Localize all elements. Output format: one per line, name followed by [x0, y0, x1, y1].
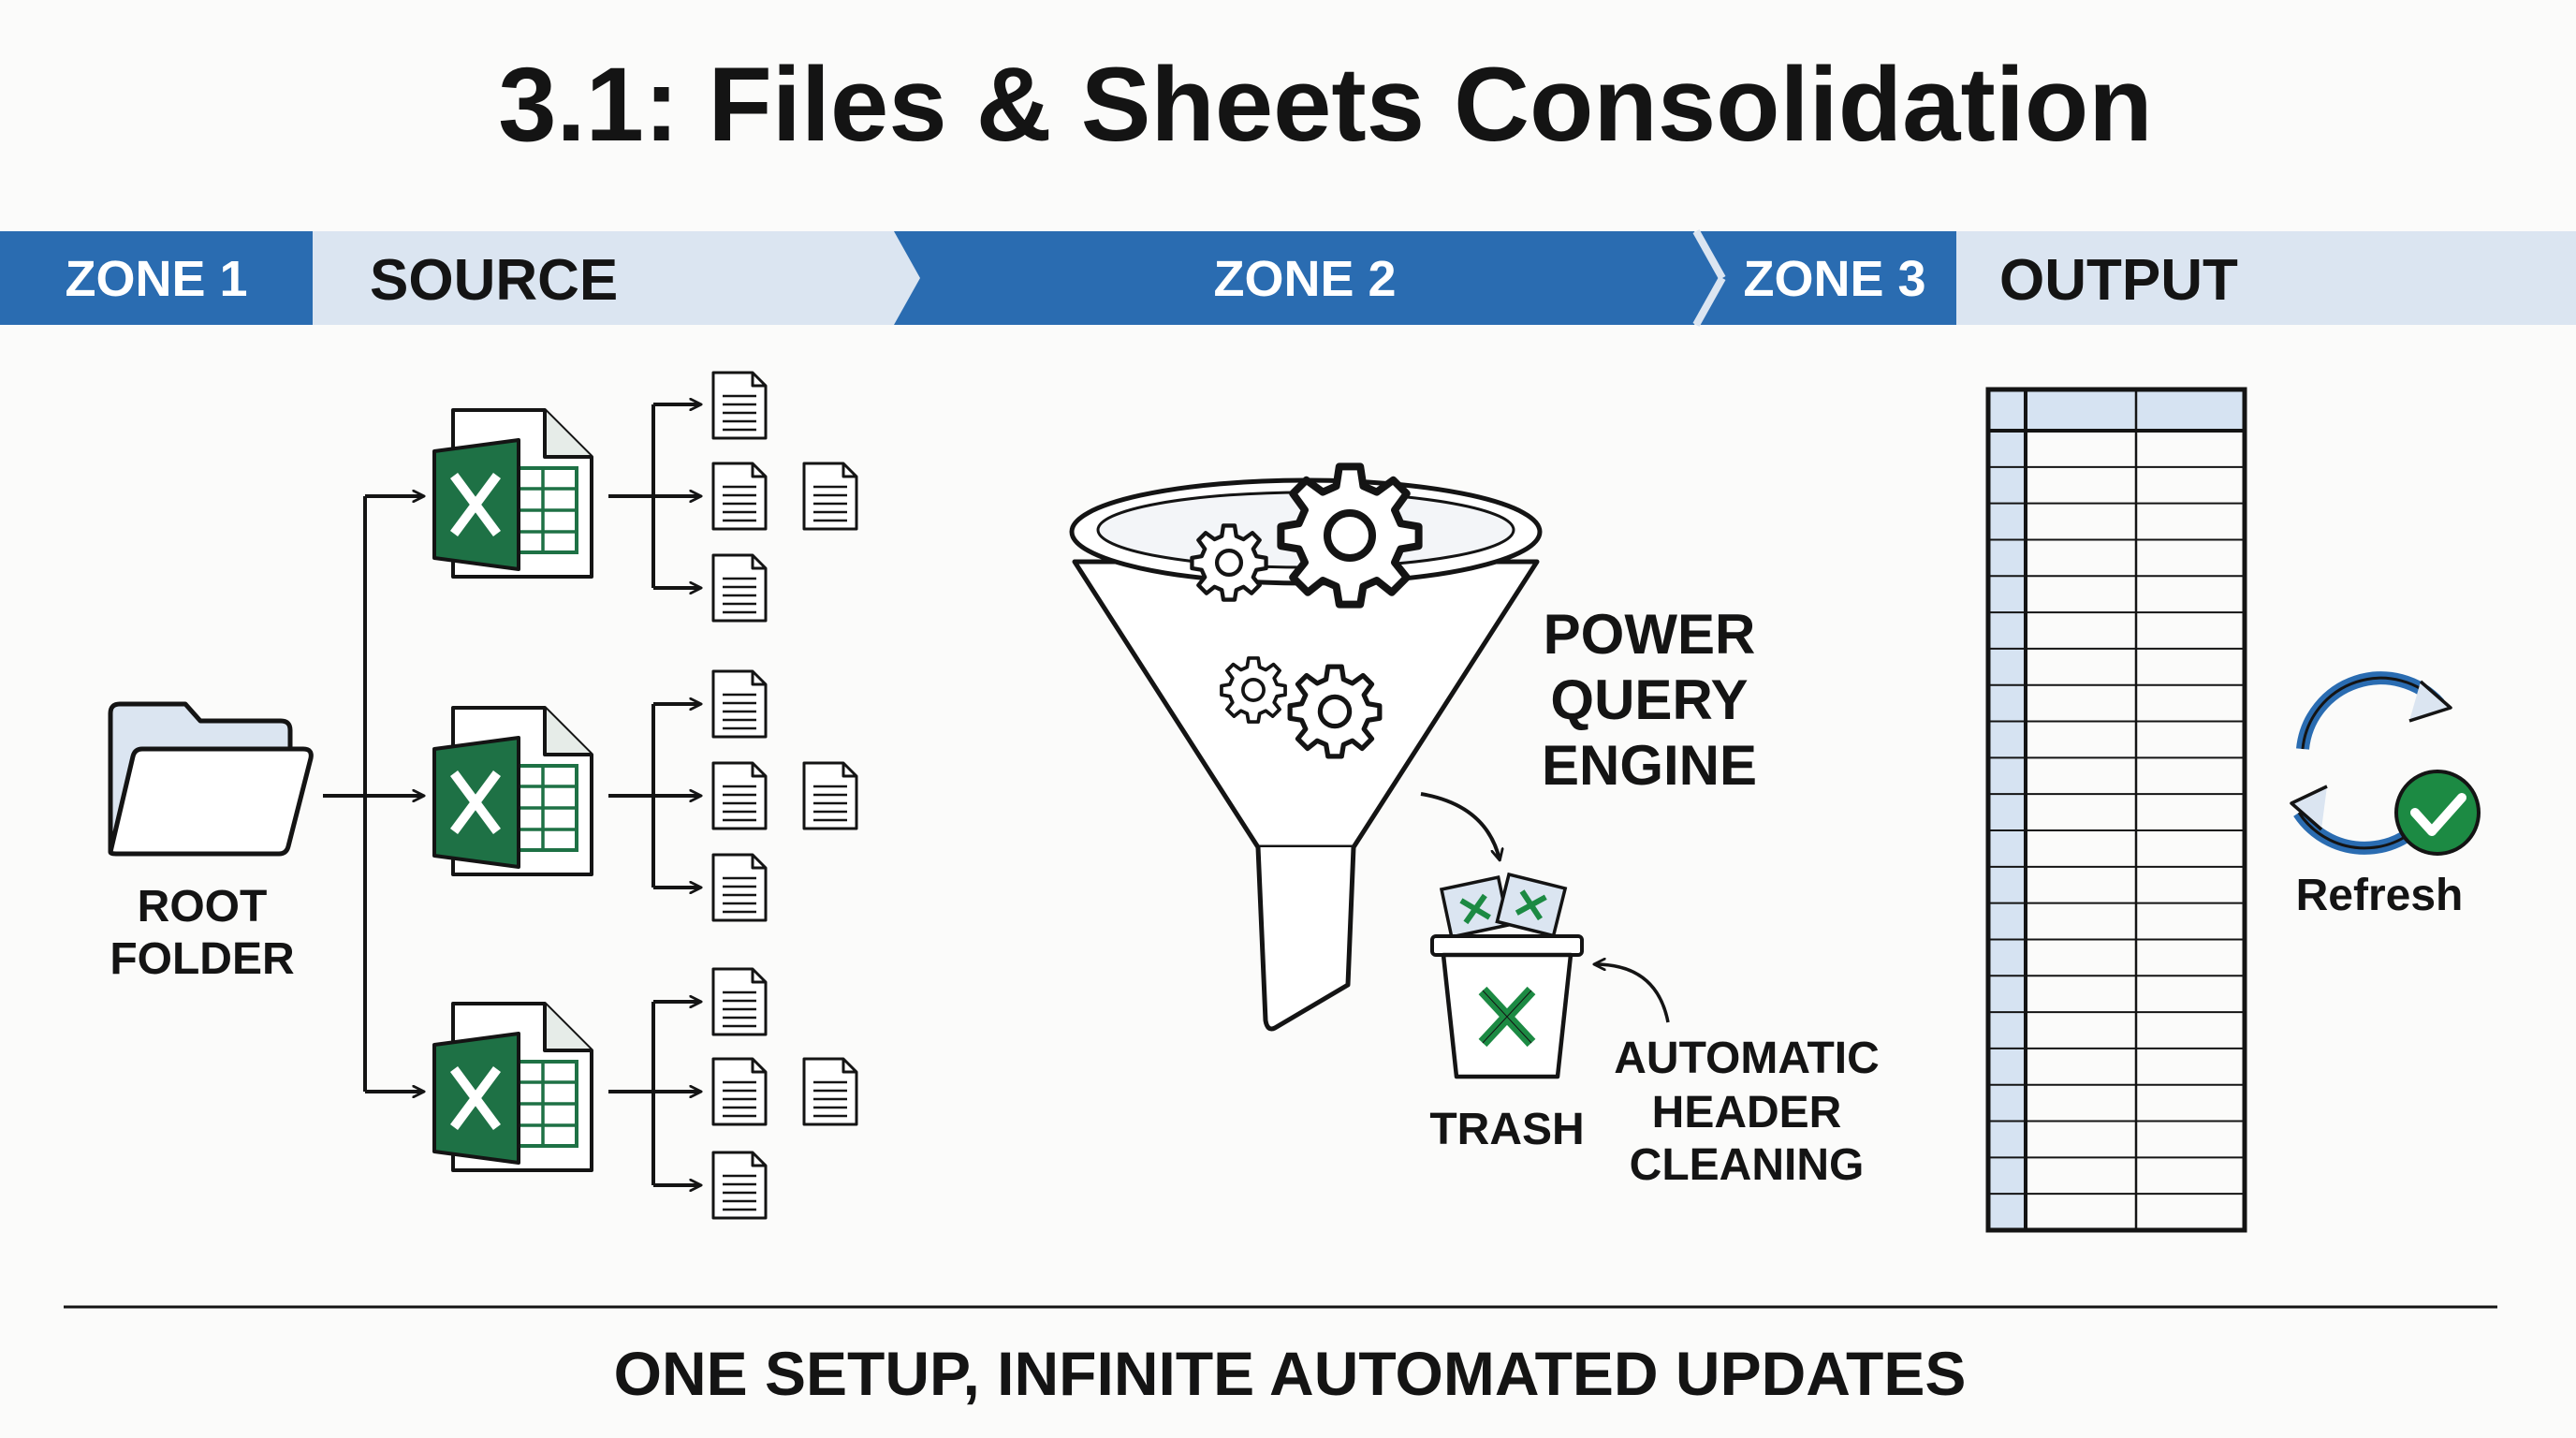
- gear-icon: [1192, 525, 1266, 599]
- source-label: SOURCE: [370, 248, 618, 313]
- excel-workbook-icon: [434, 708, 592, 874]
- output-table: [1985, 387, 2247, 1233]
- output-table-row-header-column: [1988, 389, 2026, 1230]
- workbook-group-3: [434, 967, 858, 1220]
- root-folder-label-line1: ROOT: [138, 882, 268, 932]
- root-folder-icon: [108, 701, 314, 857]
- sheet-icon: [711, 462, 768, 531]
- sheet-icon: [711, 669, 768, 739]
- close-icon-outline: [1482, 990, 1532, 1044]
- output-label: OUTPUT: [1999, 248, 2238, 313]
- funnel-spout: [1255, 846, 1356, 1032]
- funnel-to-trash-arrow: [1420, 792, 1500, 859]
- engine-label-line1: POWER: [1544, 603, 1756, 666]
- trash-icon: [1430, 872, 1584, 1079]
- gear-icon: [1281, 466, 1418, 604]
- output-table-border: [1985, 387, 2247, 1233]
- sheet-icon: [802, 1057, 858, 1126]
- zone-band-light-right: [1947, 231, 2576, 325]
- zone3-label: ZONE 3: [1743, 251, 1925, 307]
- workbook-group-1: [434, 371, 858, 623]
- zone2-chevron: [894, 231, 1720, 325]
- cleaning-to-trash-arrow: [1595, 964, 1670, 1023]
- page-title: 3.1: Files & Sheets Consolidation: [498, 46, 2152, 163]
- cleaning-label-line3: CLEANING: [1630, 1140, 1865, 1190]
- zone1-tab: [0, 231, 313, 325]
- zone3-chevron: [1696, 231, 1956, 325]
- gear-icon: [1220, 656, 1287, 724]
- sheet-icon: [802, 761, 858, 830]
- zone-band: ZONE 1 SOURCE ZONE 2 ZONE 3 OUTPUT: [0, 229, 2576, 327]
- excel-workbook-icon: [434, 410, 592, 577]
- workbook-group-2: [434, 669, 858, 922]
- cleaning-label-line1: AUTOMATIC: [1614, 1034, 1880, 1083]
- sheet-icon: [711, 761, 768, 830]
- excel-workbook-icon: [434, 1004, 592, 1170]
- root-folder-label-line2: FOLDER: [110, 934, 294, 984]
- cleaning-label-line2: HEADER: [1652, 1088, 1842, 1137]
- sheet-icon: [802, 462, 858, 531]
- footer-tagline: ONE SETUP, INFINITE AUTOMATED UPDATES: [614, 1339, 1967, 1408]
- output-table-header: [1988, 389, 2245, 431]
- trash-label: TRASH: [1429, 1105, 1584, 1154]
- discarded-header-icon: [1495, 872, 1568, 938]
- sheet-icon: [711, 1151, 768, 1220]
- zone2-label: ZONE 2: [1213, 251, 1396, 307]
- gear-icon: [1290, 667, 1380, 756]
- refresh-label: Refresh: [2296, 871, 2464, 920]
- zone1-label: ZONE 1: [65, 251, 247, 307]
- engine-label-line3: ENGINE: [1542, 734, 1757, 797]
- trash-lid: [1430, 934, 1584, 957]
- sheet-icon: [711, 553, 768, 623]
- sheet-icon: [711, 371, 768, 440]
- discarded-header-icon: [1439, 875, 1511, 939]
- engine-label-line2: QUERY: [1550, 668, 1748, 731]
- zone2-chevron-divider: [1692, 229, 1726, 280]
- zone2-chevron-divider-lower: [1692, 276, 1726, 327]
- sheet-icon: [711, 967, 768, 1036]
- sheet-icon: [711, 853, 768, 922]
- sheet-icon: [711, 1057, 768, 1126]
- checkmark-icon: [2394, 770, 2481, 856]
- folder-connectors: [323, 496, 423, 1092]
- funnel-icon: [1069, 466, 1543, 1032]
